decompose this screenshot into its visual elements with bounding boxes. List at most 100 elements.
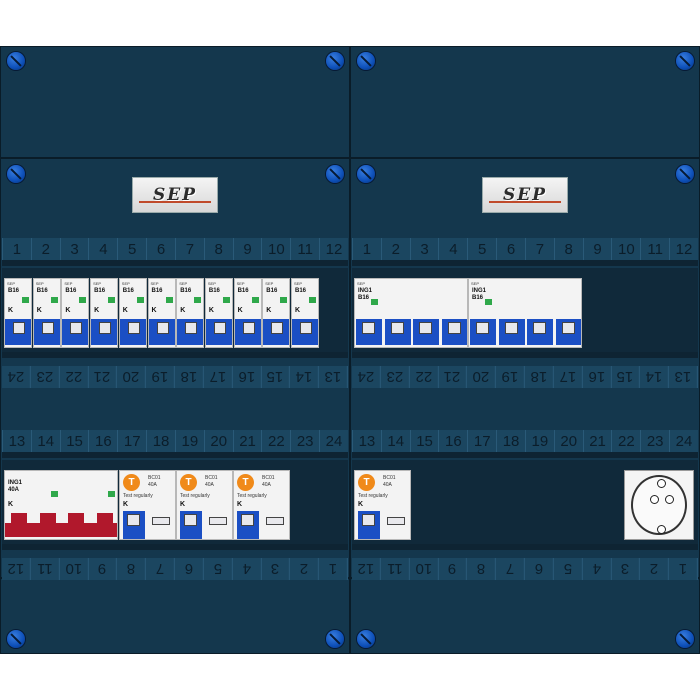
circuit-number: 2 [290, 558, 320, 580]
din-rail [2, 544, 348, 550]
circuit-number: 19 [496, 366, 525, 388]
circuit-number: 21 [438, 366, 468, 388]
cover-bottom-right [350, 578, 700, 654]
rcd-indicator [209, 517, 227, 525]
pole-toggle[interactable] [390, 322, 404, 334]
rcd-current: 40A [383, 482, 392, 488]
socket-pin-hole [665, 495, 674, 504]
circuit-number: 13 [669, 366, 698, 388]
rcd-rating: BC01 [262, 475, 275, 481]
rcd-toggle[interactable] [241, 514, 254, 526]
pole-toggle[interactable] [476, 322, 489, 334]
mcb-brand: SEP [265, 281, 274, 286]
circuit-number: 21 [88, 366, 118, 388]
mcb-brand: SEP [93, 281, 102, 286]
mcb-toggle[interactable] [13, 322, 25, 334]
din-rail [2, 352, 348, 358]
screw-icon [326, 630, 344, 648]
rcbo-brand: SEP [471, 281, 480, 286]
earth-clip [657, 479, 666, 488]
circuit-number: 11 [30, 558, 60, 580]
status-indicator [165, 297, 173, 303]
status-indicator [280, 297, 288, 303]
circuit-number: 5 [467, 238, 496, 260]
mcb-toggle[interactable] [300, 322, 312, 334]
mcb-toggle[interactable] [242, 322, 255, 334]
circuit-number: 18 [146, 430, 175, 452]
rcd-toggle[interactable] [362, 514, 375, 526]
main-switch-lever[interactable] [68, 513, 84, 525]
circuit-number: 19 [174, 430, 204, 452]
mcb-rating: B16 [94, 288, 106, 294]
main-switch-lever[interactable] [39, 513, 56, 525]
mcb-toggle[interactable] [156, 322, 169, 334]
certification-mark: K [266, 307, 272, 314]
rcd-toggle[interactable] [127, 514, 140, 526]
circuit-number: 2 [30, 238, 60, 260]
circuit-number: 22 [261, 430, 290, 452]
status-indicator [371, 299, 378, 305]
rcd-test-button[interactable]: T [358, 474, 375, 491]
certification-mark: K [180, 307, 186, 314]
pole-toggle[interactable] [533, 322, 546, 334]
rcd-toggle[interactable] [184, 514, 197, 526]
rcd-test-label: Test regularly [358, 493, 388, 499]
circuit-number: 24 [669, 430, 698, 452]
circuit-number: 12 [669, 238, 698, 260]
rcd-rating: BC01 [383, 475, 396, 481]
pole-toggle[interactable] [504, 322, 518, 334]
rcd-test-label: Test regularly [180, 493, 210, 499]
earth-clip [657, 525, 666, 534]
mcb-brand: SEP [150, 281, 159, 286]
rcbo-label: ING1 [358, 288, 373, 294]
main-switch-lever[interactable] [96, 513, 113, 525]
mcb-brand: SEP [7, 281, 16, 286]
pole-toggle[interactable] [362, 322, 375, 334]
din-rail [352, 544, 698, 550]
rcd-test-button[interactable]: T [123, 474, 140, 491]
mcb-toggle[interactable] [271, 322, 284, 334]
brand-logo-text: SEP [502, 185, 548, 205]
mcb-toggle[interactable] [99, 322, 112, 334]
mcb-rating: B16 [151, 288, 163, 294]
mcb-toggle[interactable] [41, 322, 54, 334]
rcd-test-button[interactable]: T [180, 474, 197, 491]
din-rail [352, 452, 698, 458]
main-switch-lever[interactable] [11, 513, 27, 525]
circuit-number: 16 [232, 366, 262, 388]
pole-toggle[interactable] [419, 322, 432, 334]
socket-outlet [624, 470, 694, 540]
circuit-number: 13 [2, 430, 31, 452]
circuit-number: 3 [261, 558, 291, 580]
certification-mark: K [151, 307, 157, 314]
pole-toggle[interactable] [447, 322, 461, 334]
circuit-number: 10 [261, 238, 290, 260]
circuit-number: 4 [582, 558, 612, 580]
rcd-test-button[interactable]: T [237, 474, 254, 491]
mcb-toggle[interactable] [213, 322, 226, 334]
rcd-current: 40A [148, 482, 157, 488]
circuit-number: 14 [380, 430, 410, 452]
circuit-number: 7 [524, 238, 554, 260]
rcd-current: 40A [205, 482, 214, 488]
circuit-number: 4 [88, 238, 117, 260]
circuit-number: 15 [409, 430, 439, 452]
circuit-number: 14 [640, 366, 670, 388]
circuit-number: 5 [117, 238, 146, 260]
mcb-toggle[interactable] [70, 322, 83, 334]
circuit-number: 17 [553, 366, 583, 388]
mcb-toggle[interactable] [185, 322, 198, 334]
certification-mark: K [237, 501, 243, 508]
circuit-number: 20 [553, 430, 583, 452]
mcb-toggle[interactable] [127, 322, 140, 334]
pole-toggle[interactable] [561, 322, 575, 334]
